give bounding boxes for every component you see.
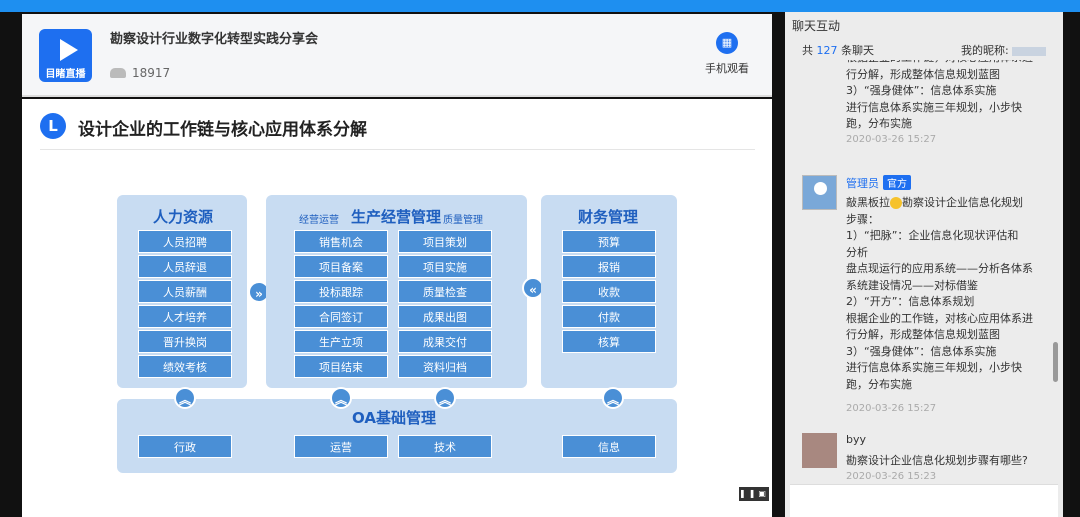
hr-item: 绩效考核 [138,355,232,378]
production-item: 成果出图 [398,305,492,328]
hr-item: 晋升换岗 [138,330,232,353]
production-title: 生产经营管理 [351,208,442,226]
production-item: 投标跟踪 [294,280,388,303]
presentation-slide: L 设计企业的工作链与核心应用体系分解 人力资源 人员招聘 人员辞退 人员薪酬 … [22,99,772,517]
message-time: 2020-03-26 15:23 [846,471,937,482]
message-time: 2020-03-26 15:27 [846,403,937,414]
oa-item: 信息 [562,435,656,458]
chat-count-value: 127 [816,44,838,57]
production-left-subtitle: 经营运营 [299,215,339,226]
production-item: 成果交付 [398,330,492,353]
chat-message-list[interactable]: 根据企业的工作链，对核心应用体系进 行分解，形成整体信息规划蓝图 3）“强身健体… [785,60,1055,490]
official-badge: 官方 [883,175,911,190]
production-item: 项目实施 [398,255,492,278]
avatar [802,433,837,468]
top-bar [0,0,1080,12]
hr-item: 人员招聘 [138,230,232,253]
slide-logo-icon: L [40,113,66,139]
chat-header: 聊天互动 [792,19,841,33]
logo-text: 目睹直播 [45,69,86,80]
oa-item: 行政 [138,435,232,458]
finance-item: 核算 [562,330,656,353]
message-time: 2020-03-26 15:27 [846,134,937,145]
avatar [802,175,837,210]
hr-title: 人力资源 [153,208,214,226]
message-text: 敲黑板拉勘察设计企业信息化规划 步骤： 1）“把脉”：企业信息化现状评估和 分析… [846,195,1046,393]
finance-item: 付款 [562,305,656,328]
event-title: 勘察设计行业数字化转型实践分享会 [110,32,319,47]
production-item: 项目结束 [294,355,388,378]
arrow-up-icon: ︽ [434,387,456,409]
arrow-up-icon: ︽ [330,387,352,409]
production-item: 合同签订 [294,305,388,328]
chat-count-prefix: 共 [802,44,813,57]
message-text: 勘察设计企业信息化规划步骤有哪些? [846,454,1028,467]
chat-count: 共 127 条聊天 [802,42,874,58]
nickname-label: 我的昵称: [961,44,1009,57]
message-text-body: 勘察设计企业信息化规划 步骤： 1）“把脉”：企业信息化现状评估和 分析 盘点现… [846,196,1033,391]
view-count-value: 18917 [132,66,171,80]
hr-item: 人员辞退 [138,255,232,278]
finance-item: 报销 [562,255,656,278]
arrow-up-icon: ︽ [174,387,196,409]
message-username: byy [846,433,867,446]
slide-divider [40,149,755,150]
finance-item: 预算 [562,230,656,253]
chat-input[interactable] [790,484,1058,517]
view-count: 18917 [110,66,170,80]
message-text: 根据企业的工作链，对核心应用体系进 行分解，形成整体信息规划蓝图 3）“强身健体… [846,60,1033,130]
production-right-subtitle: 质量管理 [443,215,483,226]
arrow-up-icon: ︽ [602,387,624,409]
finance-title: 财务管理 [578,208,639,226]
production-item: 质量检查 [398,280,492,303]
mobile-watch-button[interactable]: ▦ 手机观看 [702,32,752,76]
oa-title: OA基础管理 [352,409,436,427]
production-item: 项目策划 [398,230,492,253]
production-item: 项目备案 [294,255,388,278]
message-username: 管理员官方 [846,175,911,191]
live-header: 目睹直播 勘察设计行业数字化转型实践分享会 18917 ▦ 手机观看 [22,14,772,97]
player-control-icon[interactable]: ❚❚▣ [739,487,769,501]
production-item: 销售机会 [294,230,388,253]
slide-title: 设计企业的工作链与核心应用体系分解 [78,120,367,140]
finance-item: 收款 [562,280,656,303]
my-nickname[interactable]: 我的昵称: [961,42,1047,58]
chat-scrollbar[interactable] [1053,342,1058,382]
oa-item: 技术 [398,435,492,458]
message-text-lead: 敲黑板拉 [846,196,890,209]
chat-count-suffix: 条聊天 [841,44,874,57]
hr-item: 人员薪酬 [138,280,232,303]
production-item: 生产立项 [294,330,388,353]
mobile-watch-label: 手机观看 [705,62,749,75]
smile-emoji-icon [890,197,902,209]
admin-name: 管理员 [846,177,879,190]
oa-item: 运营 [294,435,388,458]
arrow-left-icon: « [522,277,544,299]
chat-panel: 聊天互动 共 127 条聊天 我的昵称: 根据企业的工作链，对核心应用体系进 行… [785,12,1063,517]
play-icon [59,39,78,61]
nickname-value [1012,46,1047,56]
production-item: 资料归档 [398,355,492,378]
qr-code-icon: ▦ [716,32,738,54]
people-icon [110,68,126,78]
hr-item: 人才培养 [138,305,232,328]
app-logo: 目睹直播 [39,29,92,82]
